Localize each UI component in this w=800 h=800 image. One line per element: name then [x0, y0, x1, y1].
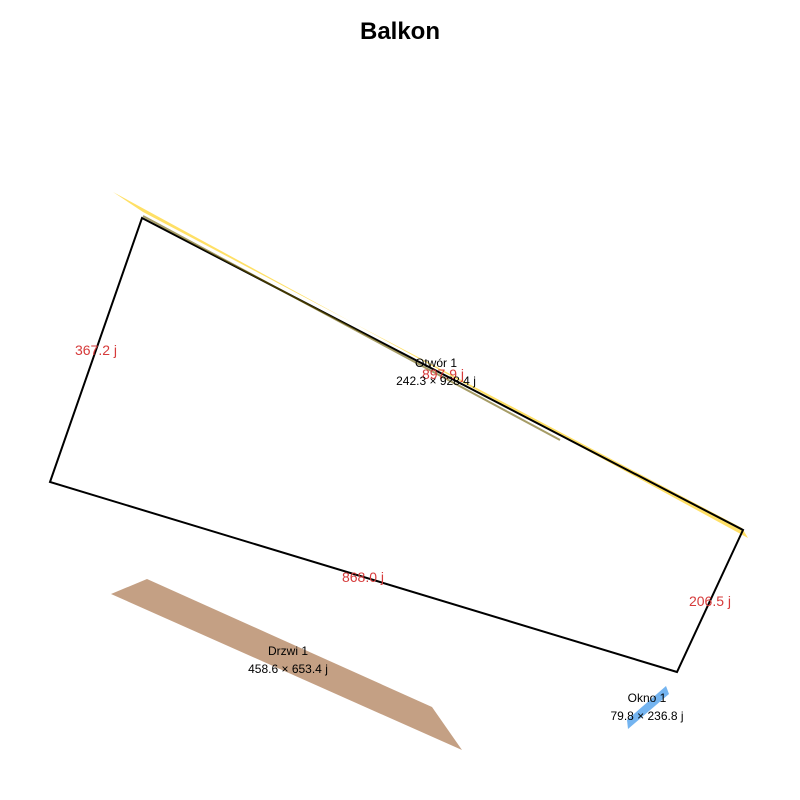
opening-name: Otwór 1 — [415, 356, 457, 370]
room-outline — [48, 216, 745, 674]
plan-title: Balkon — [359, 18, 440, 45]
opening-size: 242.3 × 928.4 j — [396, 374, 476, 388]
opening-shape[interactable] — [113, 192, 748, 538]
door-size: 458.6 × 653.4 j — [248, 662, 328, 676]
wall-length-left: 367.2 j — [75, 342, 117, 358]
wall-length-right: 206.5 j — [689, 593, 731, 609]
window-shape[interactable] — [627, 686, 669, 729]
opening-wall-overlay — [142, 215, 561, 441]
wall-length-bottom: 868.0 j — [342, 569, 384, 585]
window-size: 79.8 × 236.8 j — [610, 709, 683, 723]
door-shape[interactable] — [111, 579, 462, 750]
window-name: Okno 1 — [628, 691, 667, 705]
door-name: Drzwi 1 — [268, 644, 308, 658]
wall-length-top: 897.9 j — [422, 366, 464, 382]
